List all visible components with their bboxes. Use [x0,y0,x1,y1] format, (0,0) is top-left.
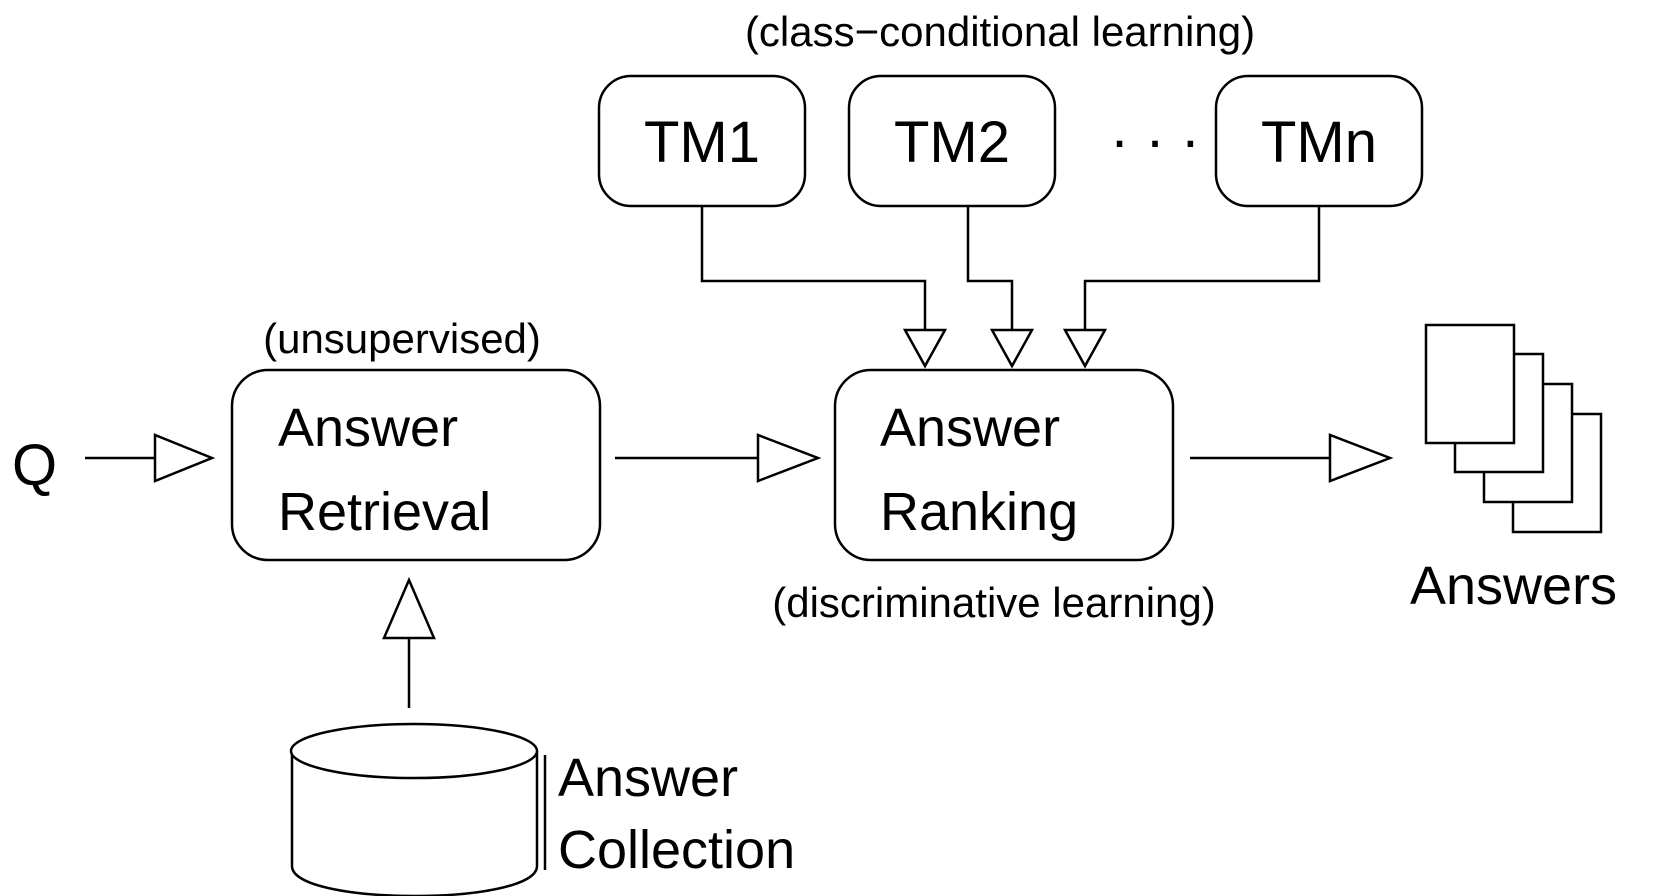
retrieval-to-ranking-arrow [615,433,822,483]
discriminative-learning-label: (discriminative learning) [772,579,1215,626]
answer-ranking-box: Answer Ranking [833,368,1175,562]
query-arrow [85,433,216,483]
answer-retrieval-line2: Retrieval [278,482,491,542]
answer-collection-line1: Answer [558,748,738,808]
answer-collection-database-icon [289,722,547,896]
tm1-label: TM1 [644,110,760,175]
tmn-box: TMn [1214,74,1424,208]
tm1-box: TM1 [597,74,807,208]
collection-to-retrieval-arrow [382,576,436,708]
answers-label: Answers [1410,556,1617,616]
tmn-label: TMn [1261,110,1377,175]
ellipsis-label: · · · [1110,108,1200,173]
tm2-arrowhead [989,328,1035,369]
tm2-label: TM2 [894,110,1010,175]
ranking-to-answers-arrow [1190,433,1394,483]
tmn-arrowhead [1062,328,1108,369]
unsupervised-label: (unsupervised) [263,315,541,362]
answer-documents-icon [1424,323,1603,534]
answer-retrieval-line1: Answer [278,398,458,458]
answer-ranking-line2: Ranking [880,482,1078,542]
class-conditional-learning-label: (class−conditional learning) [745,8,1255,55]
query-label: Q [12,433,57,498]
answer-retrieval-box: Answer Retrieval [230,368,602,562]
answer-collection-line2: Collection [558,820,795,880]
tm2-box: TM2 [847,74,1057,208]
answer-ranking-line1: Answer [880,398,1060,458]
tm1-arrowhead [902,328,948,369]
tm-connectors [700,206,1321,369]
